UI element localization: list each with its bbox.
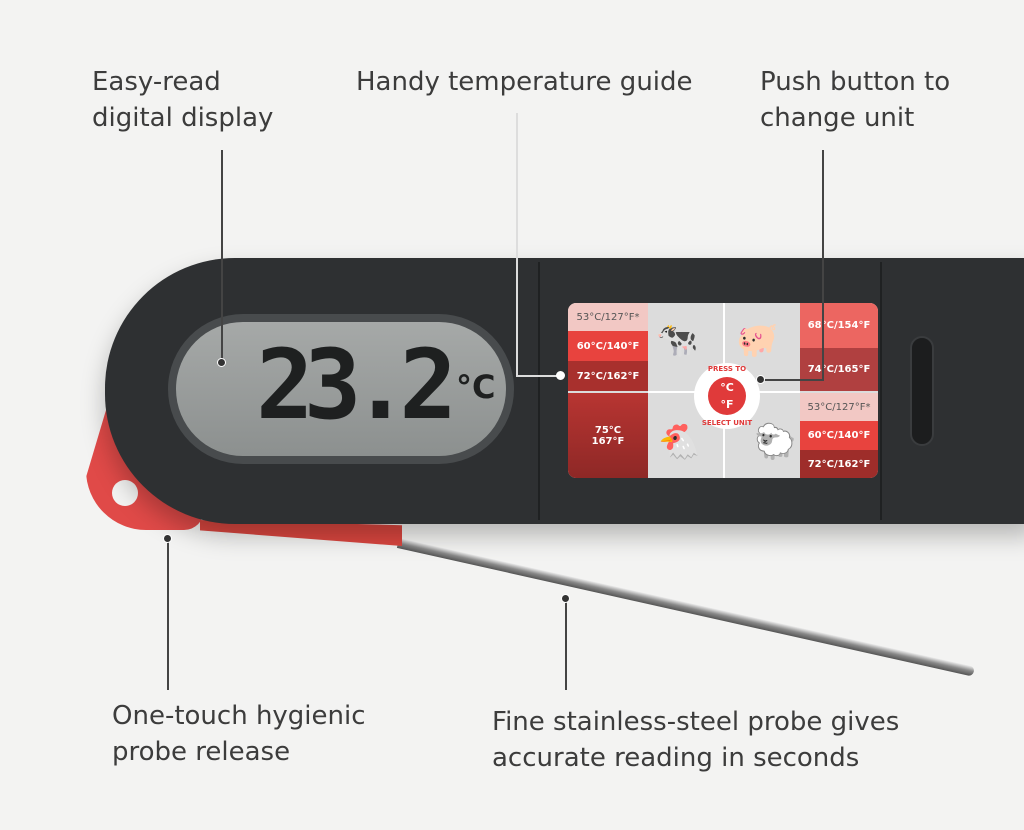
callout-probe: Fine stainless-steel probe gives accurate… [492, 704, 899, 776]
callout-line: digital display [92, 103, 274, 133]
lamb-well: 72°C/162°F [800, 450, 878, 478]
callout-line: One-touch hygienic [112, 701, 366, 731]
beef-well: 72°C/162°F [568, 361, 648, 391]
pig-icon: 🐖 [736, 320, 779, 360]
leader-dot [217, 358, 226, 367]
callout-guide: Handy temperature guide [356, 67, 693, 97]
leader-line [565, 598, 567, 690]
callout-button: Push button to change unit [760, 64, 950, 136]
callout-line: accurate reading in seconds [492, 743, 860, 773]
leader-dot [556, 371, 565, 380]
badge-top-text: PRESS TO [707, 365, 747, 373]
leader-line [822, 150, 824, 381]
callout-line: Push button to [760, 67, 951, 97]
pork-well: 74°C/165°F [800, 348, 878, 391]
lcd-display [176, 322, 506, 456]
sheep-icon: 🐑 [754, 422, 797, 462]
leader-dot [163, 534, 172, 543]
callout-line: change unit [760, 103, 915, 133]
chicken-icon: 🐔 [658, 422, 701, 462]
temperature-unit: °C [456, 368, 496, 406]
leader-line [167, 538, 169, 690]
badge-f: °F [720, 398, 734, 411]
callout-line: Easy-read [92, 67, 221, 97]
lamb-medium: 60°C/140°F [800, 421, 878, 450]
divider [880, 262, 882, 520]
leader-dot [561, 594, 570, 603]
unit-button[interactable] [910, 336, 934, 446]
divider [538, 262, 540, 520]
chicken-c: 75°C [594, 424, 622, 436]
chicken-f: 167°F [591, 435, 625, 447]
beef-rare: 53°C/127°F* [568, 303, 648, 331]
badge-bottom-text: SELECT UNIT [701, 419, 753, 427]
callout-release: One-touch hygienic probe release [112, 698, 366, 770]
leader-line [516, 113, 518, 376]
clip-hole [112, 480, 138, 506]
temperature-reading: 23.2 [256, 329, 457, 441]
cow-icon: 🐄 [656, 320, 699, 360]
beef-medium: 60°C/140°F [568, 331, 648, 361]
leader-dot [756, 375, 765, 384]
callout-display: Easy-read digital display [92, 64, 273, 136]
leader-line [221, 150, 223, 362]
unit-select-badge[interactable]: PRESS TO °C °F SELECT UNIT [694, 363, 760, 429]
pork-medium: 68°C/154°F [800, 303, 878, 348]
leader-line [516, 375, 560, 377]
callout-line: probe release [112, 737, 291, 767]
badge-c: °C [720, 381, 734, 394]
lamb-rare: 53°C/127°F* [800, 393, 878, 421]
callout-line: Fine stainless-steel probe gives [492, 707, 900, 737]
steel-probe [396, 538, 975, 677]
leader-line [760, 379, 824, 381]
